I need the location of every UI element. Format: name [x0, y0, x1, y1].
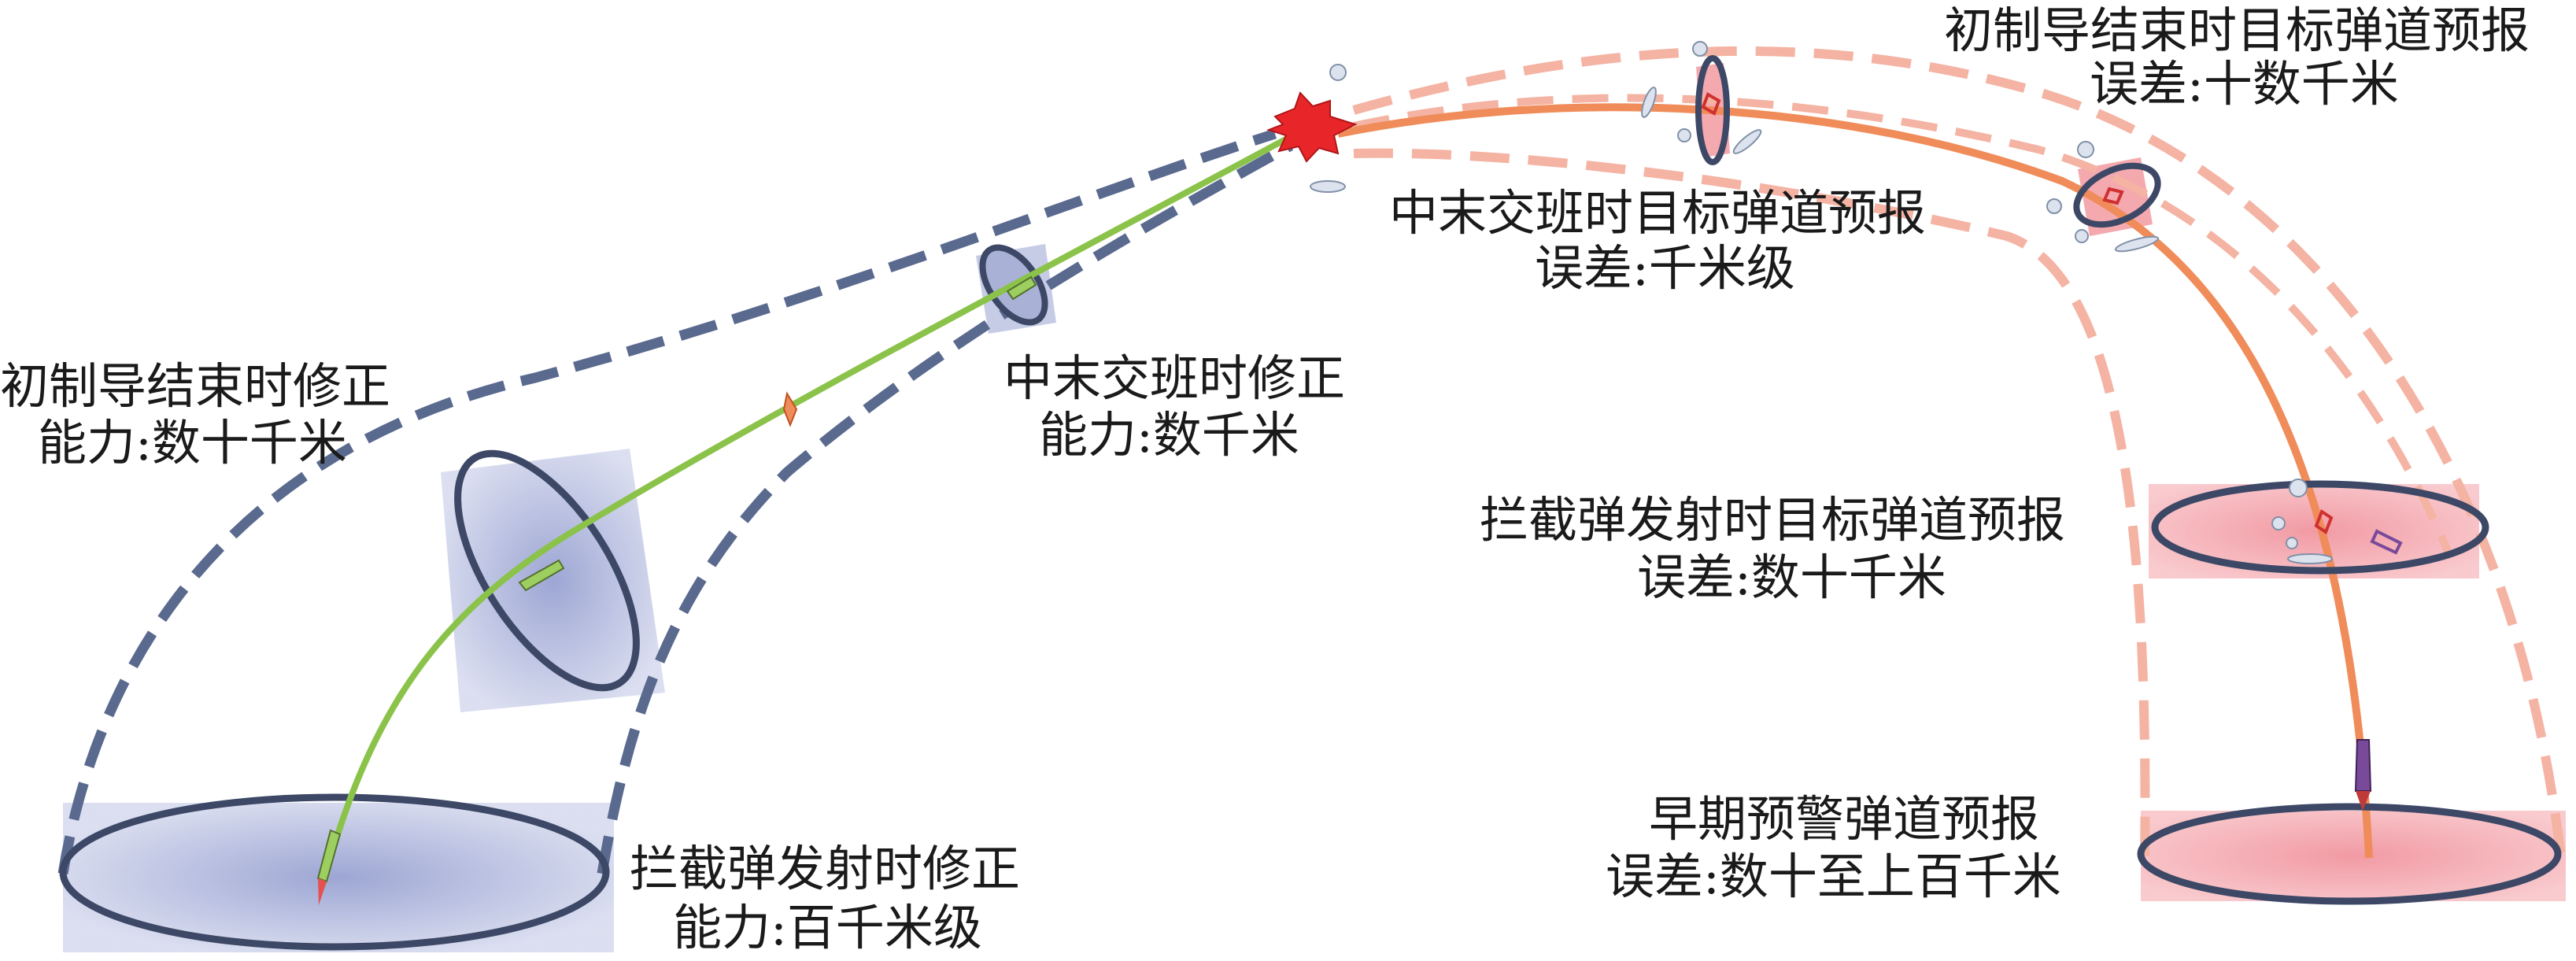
target-prediction-envelope — [1310, 41, 2567, 905]
right-midcourse-title: 中末交班时目标弹道预报 — [1389, 184, 1926, 242]
warhead-icon-launch — [2314, 508, 2334, 535]
left-initial-title: 初制导结束时修正 — [0, 357, 390, 415]
debris-particles — [1310, 41, 2333, 564]
envelope-outer-boundary — [57, 128, 1277, 875]
right-launch-value: 误差:数十千米 — [1637, 549, 1946, 606]
labels: 初制导结束时修正 能力:数十千米 中末交班时修正 能力:数千米 拦截弹发射时修正… — [0, 2, 2530, 956]
target-missile-icon — [2354, 739, 2372, 811]
prediction-mid-boundary — [1352, 94, 2452, 553]
prediction-outer-boundary — [1352, 46, 2567, 867]
interceptor-midcourse-icon — [1006, 275, 1037, 301]
target-trajectory — [1337, 103, 2373, 859]
left-midcourse-value: 能力:数千米 — [1039, 406, 1299, 464]
right-early-value: 误差:数十至上百千米 — [1606, 848, 2061, 905]
right-initial-value: 误差:十数千米 — [2090, 55, 2399, 113]
interceptor-correction-envelope — [57, 123, 1312, 952]
right-launch-title: 拦截弹发射时目标弹道预报 — [1480, 491, 2065, 549]
left-launch-value: 能力:百千米级 — [673, 899, 982, 956]
launch-prediction-ellipse — [2151, 480, 2489, 575]
right-initial-title: 初制导结束时目标弹道预报 — [1944, 2, 2530, 59]
left-launch-title: 拦截弹发射时修正 — [630, 840, 1020, 897]
decoy-icon — [2370, 529, 2403, 555]
left-midcourse-title: 中末交班时修正 — [1003, 349, 1345, 407]
midcourse-prediction-ellipse — [1695, 55, 1730, 165]
left-initial-value: 能力:数十千米 — [38, 414, 347, 471]
initial-prediction-ellipse — [2073, 162, 2161, 228]
early-warning-ellipse — [2137, 803, 2562, 905]
initial-correction-ellipse — [454, 449, 640, 692]
explosion-icon — [1266, 91, 1358, 163]
right-early-title: 早期预警弹道预报 — [1649, 790, 2039, 848]
warhead-icon-midcourse — [1701, 92, 1721, 116]
interceptor-missile-icon — [316, 829, 342, 905]
right-midcourse-value: 误差:千米级 — [1535, 239, 1795, 297]
launch-correction-ellipse — [59, 793, 610, 951]
warhead-icon-initial — [2102, 187, 2124, 205]
initial-correction-region — [441, 449, 665, 712]
interceptor-stage-icon — [518, 559, 565, 592]
interceptor-trajectory — [320, 123, 1312, 887]
envelope-inner-boundary — [597, 141, 1294, 875]
stage-debris-icon — [782, 391, 798, 427]
prediction-inner-boundary — [1353, 148, 2150, 867]
